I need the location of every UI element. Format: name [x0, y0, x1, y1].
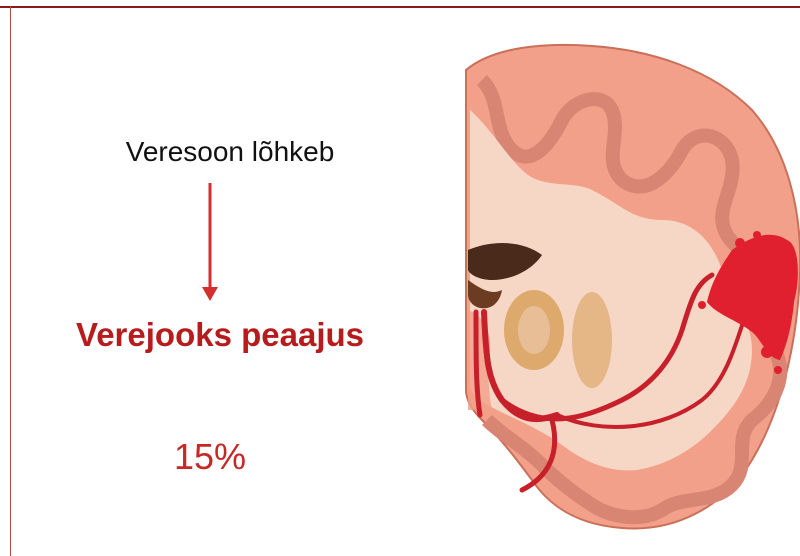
slide-top-border — [0, 6, 800, 8]
cause-text: Veresoon lõhkeb — [60, 136, 400, 168]
slide-left-border — [10, 6, 11, 556]
percentage-value: 15% — [60, 436, 360, 478]
brain-coronal-section-hemorrhage-icon — [462, 40, 800, 530]
down-arrow-icon — [198, 183, 222, 303]
result-heading: Verejooks peaajus — [40, 316, 400, 354]
